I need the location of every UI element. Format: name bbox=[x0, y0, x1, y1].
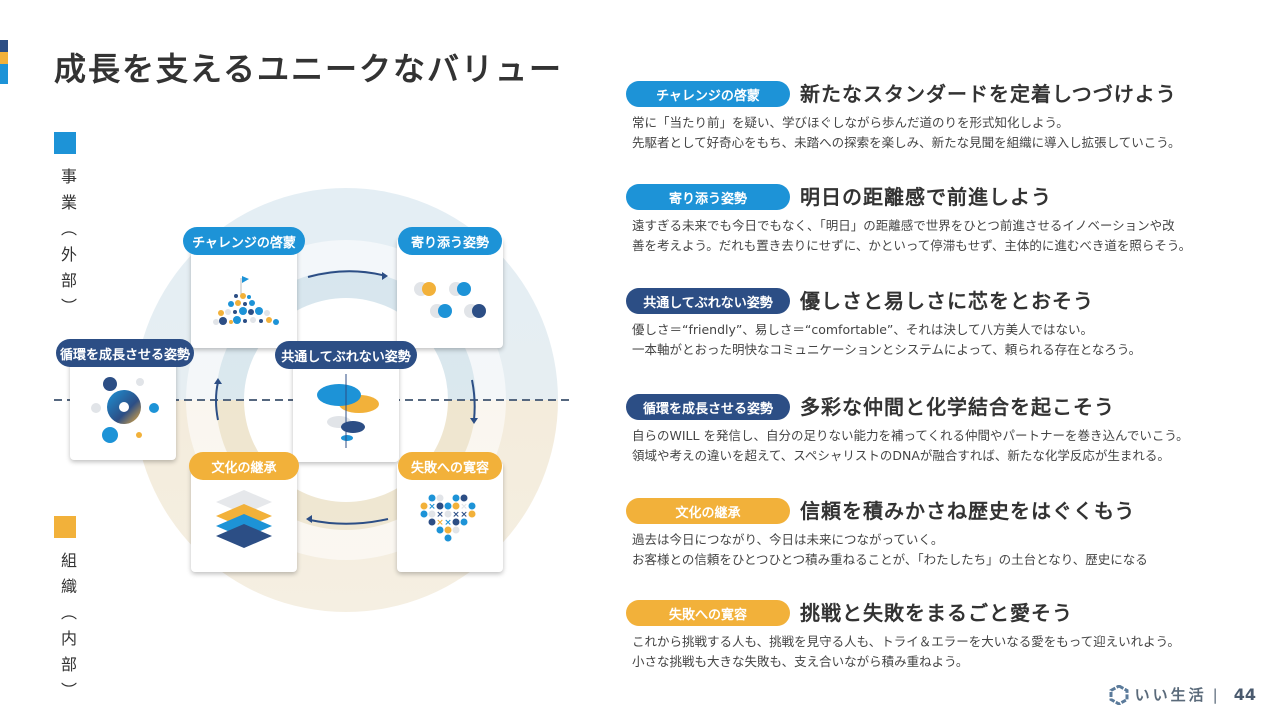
value-description-line: お客様との信頼をひとつひとつ積み重ねることが、「わたしたち」の土台となり、歴史に… bbox=[632, 552, 1148, 567]
title-accent-bar bbox=[0, 40, 8, 84]
value-description-line: 一本軸がとおった明快なコミュニケーションとシステムによって、頼られる存在となろう… bbox=[632, 342, 1142, 357]
page-number: 44 bbox=[1233, 685, 1256, 704]
brand-logo-icon bbox=[1109, 684, 1129, 705]
arrow-left bbox=[309, 518, 389, 525]
blue-square-icon bbox=[54, 132, 76, 154]
value-description-line: 先駆者として好奇心をもち、未踏への探索を楽しみ、新たな見聞を組織に導入し拡張して… bbox=[632, 135, 1181, 150]
svg-text:×: × bbox=[460, 510, 468, 520]
value-description: 遠すぎる未来でも今日でもなく、「明日」の距離感で世界をひとつ前進させるイノベーシ… bbox=[632, 216, 1191, 256]
arrow-down bbox=[471, 379, 476, 421]
arrow-right-head bbox=[382, 272, 388, 280]
paired-dots-icon bbox=[414, 282, 486, 318]
value-description: 優しさ＝“friendly”、易しさ＝“comfortable”、それは決して八… bbox=[632, 320, 1141, 360]
side-label-organization-text: 組織︵内部︶ bbox=[58, 552, 77, 708]
cycle-gradient-ring-icon bbox=[91, 377, 159, 443]
stacked-layers-icon bbox=[216, 490, 272, 548]
value-headline: 新たなスタンダードを定着しつづけよう bbox=[800, 82, 1177, 106]
card-support bbox=[397, 238, 503, 348]
value-description-line: 過去は今日につながり、今日は未来につながっていく。 bbox=[632, 532, 944, 547]
card-cycle bbox=[70, 350, 176, 460]
card-consistent bbox=[293, 352, 399, 462]
value-headline: 優しさと易しさに芯をとおそう bbox=[800, 289, 1094, 313]
value-description: 自らのWILL を発信し、自分の足りない能力を補ってくれる仲間やパートナーを巻き… bbox=[632, 426, 1189, 466]
card-tolerance: × × × ×× × × bbox=[397, 462, 503, 572]
brand-name: いい生活 bbox=[1134, 686, 1207, 704]
card-label-cycle: 循環を成長させる姿勢 bbox=[56, 339, 194, 367]
card-culture bbox=[191, 462, 297, 572]
svg-text:×: × bbox=[460, 502, 468, 512]
value-description: 過去は今日につながり、今日は未来につながっていく。 お客様との信頼をひとつひとつ… bbox=[632, 530, 1148, 570]
card-challenge bbox=[191, 238, 297, 348]
card-label-consistent: 共通してぶれない姿勢 bbox=[275, 341, 417, 369]
arrow-up-head bbox=[214, 378, 222, 384]
value-description-line: これから挑戦する人も、挑戦を見守る人も、トライ＆エラーを大いなる愛をもって迎えい… bbox=[632, 634, 1180, 649]
value-tag: 文化の継承 bbox=[626, 498, 790, 524]
arrow-up bbox=[215, 381, 219, 421]
value-description-line: 小さな挑戦も大きな失敗も、支え合いながら積み重ねよう。 bbox=[632, 654, 969, 669]
card-label-support: 寄り添う姿勢 bbox=[398, 227, 502, 255]
page-title: 成長を支えるユニークなバリュー bbox=[54, 50, 564, 88]
value-tag: チャレンジの啓蒙 bbox=[626, 81, 790, 107]
mountain-flag-dots-icon bbox=[213, 276, 279, 325]
svg-text:×: × bbox=[444, 518, 452, 528]
values-cycle-diagram: チャレンジの啓蒙 寄り添う姿勢 循環を成長させる姿勢 bbox=[0, 0, 620, 720]
heart-dots-crosses-icon: × × × ×× × × bbox=[420, 494, 476, 542]
arrow-left-head bbox=[306, 515, 312, 523]
value-description-line: 善を考えよう。だれも置き去りにせずに、かといって停滞もせず、主体的に進むべき道を… bbox=[632, 238, 1192, 253]
svg-text:×: × bbox=[452, 510, 460, 520]
value-headline: 多彩な仲間と化学結合を起こそう bbox=[800, 395, 1115, 419]
footer: いい生活 | 44 bbox=[1109, 684, 1256, 705]
value-description-line: 優しさ＝“friendly”、易しさ＝“comfortable”、それは決して八… bbox=[632, 322, 1094, 337]
value-tag: 共通してぶれない姿勢 bbox=[626, 288, 790, 314]
card-label-culture: 文化の継承 bbox=[189, 452, 299, 480]
value-description-line: 遠すぎる未来でも今日でもなく、「明日」の距離感で世界をひとつ前進させるイノベーシ… bbox=[632, 218, 1175, 233]
value-description-line: 領域や考えの違いを超えて、スペシャリストのDNAが融合すれば、新たな化学反応が生… bbox=[632, 448, 1170, 463]
value-description: これから挑戦する人も、挑戦を見守る人も、トライ＆エラーを大いなる愛をもって迎えい… bbox=[632, 632, 1180, 672]
arrow-right bbox=[307, 270, 387, 278]
value-description-line: 常に「当たり前」を疑い、学びほぐしながら歩んだ道のりを形式知化しよう。 bbox=[632, 115, 1069, 130]
svg-text:×: × bbox=[428, 502, 436, 512]
card-label-challenge: チャレンジの啓蒙 bbox=[183, 227, 305, 255]
svg-text:×: × bbox=[436, 518, 444, 528]
gold-square-icon bbox=[54, 516, 76, 538]
side-label-business-text: 事業︵外部︶ bbox=[58, 168, 77, 324]
value-tag: 失敗への寛容 bbox=[626, 600, 790, 626]
value-description: 常に「当たり前」を疑い、学びほぐしながら歩んだ道のりを形式知化しよう。 先駆者と… bbox=[632, 113, 1181, 153]
arrow-down-head bbox=[470, 418, 478, 424]
side-label-business: 事業︵外部︶ bbox=[54, 132, 77, 324]
value-tag: 寄り添う姿勢 bbox=[626, 184, 790, 210]
stacked-ellipses-axis-icon bbox=[317, 374, 379, 448]
value-headline: 明日の距離感で前進しよう bbox=[800, 185, 1052, 209]
side-label-organization: 組織︵内部︶ bbox=[54, 516, 77, 708]
footer-separator: | bbox=[1212, 685, 1218, 704]
value-headline: 挑戦と失敗をまるごと愛そう bbox=[800, 601, 1073, 625]
value-tag: 循環を成長させる姿勢 bbox=[626, 394, 790, 420]
value-description-line: 自らのWILL を発信し、自分の足りない能力を補ってくれる仲間やパートナーを巻き… bbox=[632, 428, 1189, 443]
svg-text:×: × bbox=[436, 510, 444, 520]
card-label-tolerance: 失敗への寛容 bbox=[398, 452, 502, 480]
value-headline: 信頼を積みかさね歴史をはぐくもう bbox=[800, 499, 1136, 523]
